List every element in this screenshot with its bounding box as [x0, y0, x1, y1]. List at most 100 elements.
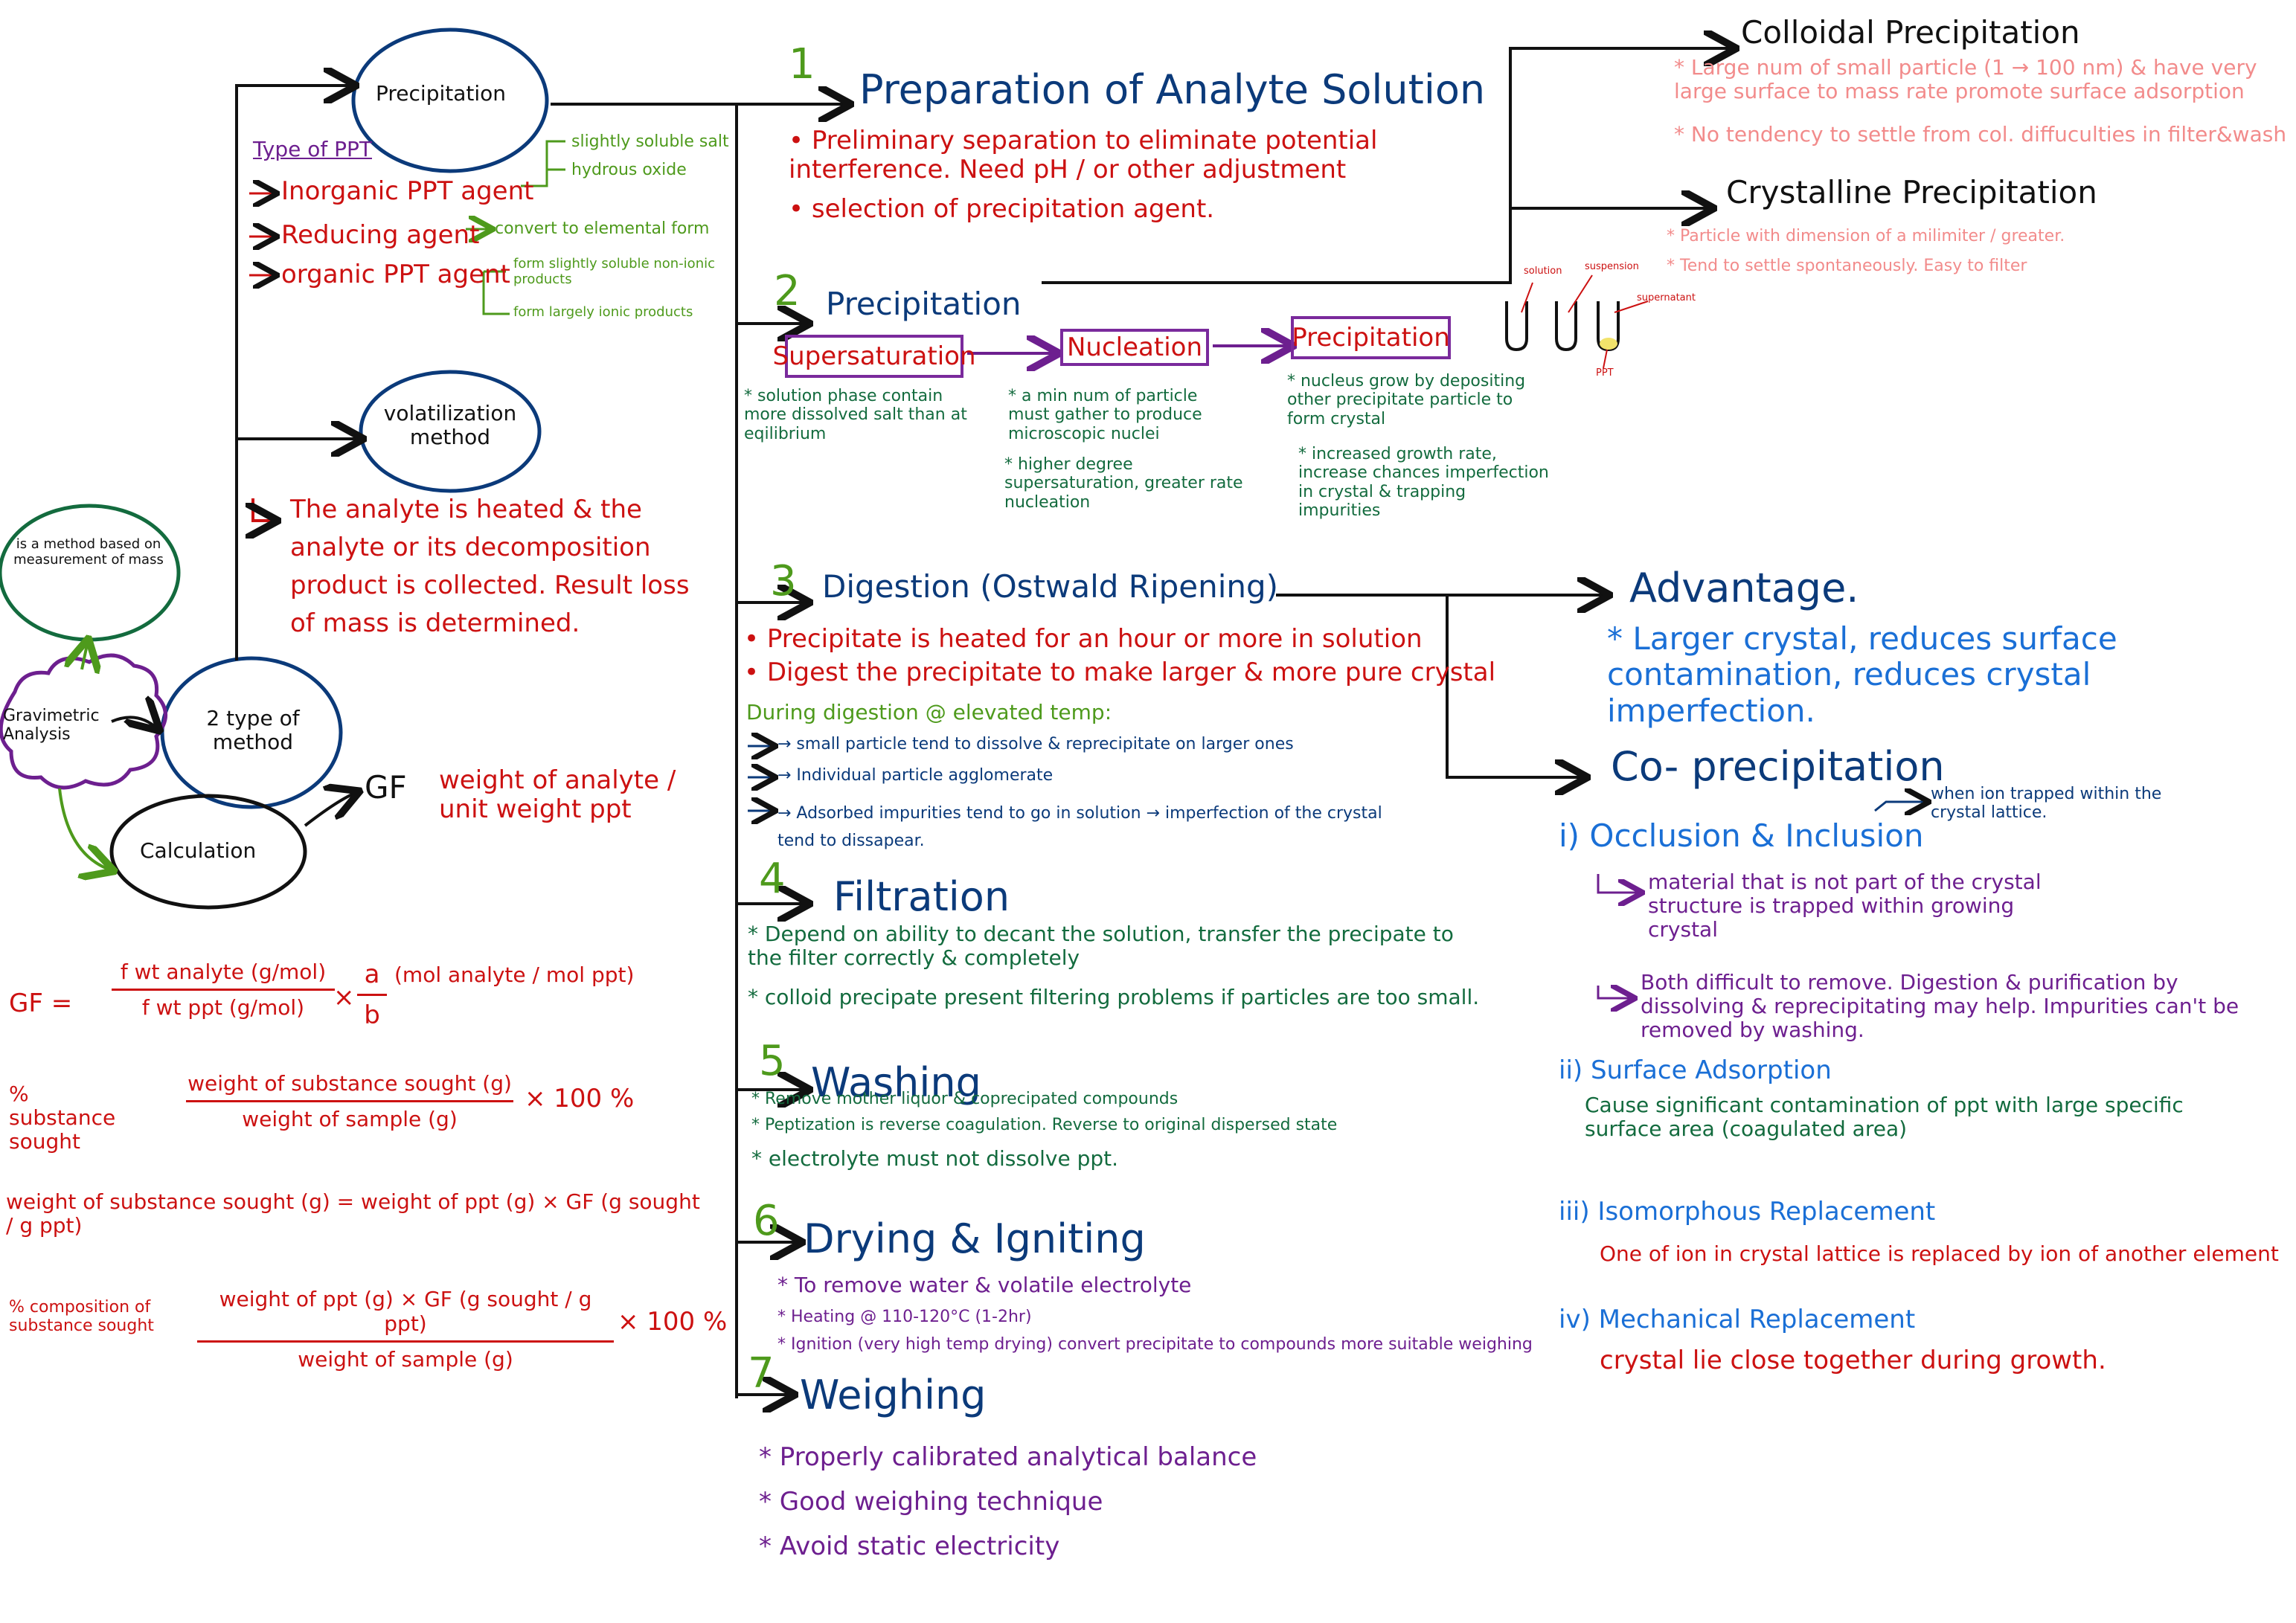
inorganic-agent: Inorganic PPT agent	[281, 176, 534, 206]
step5-number: 5	[759, 1037, 786, 1085]
formula1-fraction: f wt analyte (g/mol) f wt ppt (g/mol)	[112, 960, 335, 1020]
formula4-tail: × 100 %	[618, 1307, 728, 1337]
formula1-ratio-den: b	[364, 1000, 380, 1030]
formula2-tail: × 100 %	[525, 1084, 635, 1113]
formula1-times: ×	[333, 983, 355, 1012]
organic-output-2: form largely ionic products	[513, 304, 693, 320]
precipitation-node: Precipitation	[376, 81, 507, 106]
organic-agent: organic PPT agent	[281, 260, 510, 289]
step7-title: Weighing	[800, 1372, 987, 1418]
calc-to-gf	[304, 792, 357, 827]
stage-precipitation: Precipitation	[1291, 316, 1451, 359]
formula2-lhs: % substance sought	[9, 1082, 116, 1154]
surface-adsorption-title: ii) Surface Adsorption	[1559, 1055, 1832, 1085]
step7-bullet-3: * Avoid static electricity	[759, 1532, 1060, 1561]
definition-node-shape	[0, 504, 181, 642]
formula1-denominator: f wt ppt (g/mol)	[141, 995, 305, 1020]
step6-bullet-2: * Heating @ 110-120°C (1-2hr)	[777, 1308, 1032, 1326]
step3-bullet-1: • Precipitate is heated for an hour or m…	[744, 624, 1423, 654]
occlusion-note-2: Both difficult to remove. Digestion & pu…	[1641, 970, 2239, 1043]
formula1-unit: (mol analyte / mol ppt)	[394, 962, 635, 987]
advantage-text: * Larger crystal, reduces surface contam…	[1607, 620, 2117, 729]
step5-bullet-1: * Remove mother liquor & coprecipated co…	[751, 1090, 1179, 1108]
calculation-node: Calculation	[140, 838, 257, 863]
root-to-methods	[111, 717, 158, 729]
crystalline-note-2: * Tend to settle spontaneously. Easy to …	[1667, 257, 2027, 275]
formula4-numerator: weight of ppt (g) × GF (g sought / g ppt…	[219, 1287, 592, 1336]
step5-title: Washing	[811, 1059, 981, 1106]
step2-number: 2	[774, 267, 801, 315]
trunk-line	[235, 86, 353, 661]
step6-bullet-1: * To remove water & volatile electrolyte	[777, 1273, 1192, 1297]
formula1-ratio-bar	[357, 994, 387, 996]
stage-nucleation: Nucleation	[1060, 329, 1209, 366]
step5-bullet-3: * electrolyte must not dissolve ppt.	[751, 1146, 1118, 1171]
isomorphous-title: iii) Isomorphous Replacement	[1559, 1197, 1936, 1227]
inorganic-brace	[521, 140, 565, 187]
organic-output-1: form slightly soluble non-ionic products	[513, 256, 716, 287]
step3-bullet-2: • Digest the precipitate to make larger …	[744, 658, 1496, 687]
step7-bullet-2: * Good weighing technique	[759, 1487, 1103, 1517]
reducing-output: convert to elemental form	[495, 219, 710, 238]
step3-during: During digestion @ elevated temp:	[746, 700, 1112, 724]
step6-number: 6	[753, 1197, 780, 1245]
colloidal-note-2: * No tendency to settle from col. diffuc…	[1674, 122, 2287, 147]
colloidal-note-1: * Large num of small particle (1 → 100 n…	[1674, 55, 2257, 104]
step4-bullet-1: * Depend on ability to decant the soluti…	[748, 922, 1454, 971]
step1-number: 1	[789, 40, 815, 89]
crystalline-title: Crystalline Precipitation	[1726, 174, 2097, 210]
volatilization-node: volatilization method	[383, 401, 517, 450]
inorganic-output-1: slightly soluble salt	[571, 132, 729, 151]
colloidal-title: Colloidal Precipitation	[1741, 14, 2080, 51]
formula1-ratio: a b	[357, 960, 387, 1030]
step7-number: 7	[748, 1349, 775, 1398]
formula2-denominator: weight of sample (g)	[242, 1107, 458, 1131]
formula4-bar	[197, 1340, 614, 1343]
stage2-note-2: * higher degree supersaturation, greater…	[1004, 455, 1243, 512]
reducing-agent: Reducing agent	[281, 220, 480, 250]
beaker-label-solution: solution	[1524, 266, 1562, 277]
formula4-fraction: weight of ppt (g) × GF (g sought / g ppt…	[197, 1287, 614, 1372]
step4-bullet-2: * colloid precipate present filtering pr…	[748, 985, 1480, 1009]
isomorphous-note: One of ion in crystal lattice is replace…	[1600, 1241, 2279, 1266]
formula1-bar	[112, 989, 335, 991]
step3-sub-2: → Individual particle agglomerate	[777, 766, 1054, 785]
root-node: Gravimetric Analysis	[3, 707, 100, 745]
ppt-types-heading: Type of PPT	[253, 137, 372, 161]
step3-title: Digestion (Ostwald Ripening)	[822, 568, 1279, 605]
formula2-bar	[186, 1100, 513, 1102]
step7-bullet-1: * Properly calibrated analytical balance	[759, 1442, 1257, 1472]
step5-bullet-2: * Peptization is reverse coagulation. Re…	[751, 1116, 1338, 1134]
volatilization-hook	[253, 498, 275, 521]
gf-definition: weight of analyte / unit weight ppt	[439, 765, 676, 825]
stage-supersaturation: Supersaturation	[773, 335, 976, 378]
formula2-fraction: weight of substance sought (g) weight of…	[186, 1071, 513, 1131]
mechanical-title: iv) Mechanical Replacement	[1559, 1305, 1916, 1334]
formula1-lhs: GF =	[9, 989, 73, 1018]
step6-title: Drying & Igniting	[804, 1215, 1146, 1262]
root-to-definition	[82, 641, 88, 669]
step2-title: Precipitation	[826, 286, 1022, 322]
beaker-label-supernatant: supernatant	[1637, 292, 1696, 303]
mechanical-note: crystal lie close together during growth…	[1600, 1346, 2106, 1375]
volatilization-text: The analyte is heated & the analyte or i…	[290, 495, 690, 638]
occlusion-side-note: when ion trapped within the crystal latt…	[1931, 785, 2162, 823]
surface-adsorption-note: Cause significant contamination of ppt w…	[1585, 1093, 2184, 1142]
formula3: weight of substance sought (g) = weight …	[6, 1189, 700, 1238]
root-to-calculation	[58, 788, 112, 870]
formula4-denominator: weight of sample (g)	[298, 1347, 513, 1372]
gf-label: GF	[365, 769, 407, 806]
step1-bullet-1: • Preliminary separation to eliminate po…	[789, 126, 1378, 185]
formula2-numerator: weight of substance sought (g)	[187, 1071, 512, 1096]
stage3-note-2: * increased growth rate, increase chance…	[1298, 445, 1549, 520]
step4-title: Filtration	[833, 873, 1010, 920]
definition-node: is a method based on measurement of mass	[13, 536, 164, 568]
step1-title: Preparation of Analyte Solution	[859, 66, 1486, 113]
crystalline-note-1: * Particle with dimension of a milimiter…	[1667, 227, 2065, 245]
step6-bullet-3: * Ignition (very high temp drying) conve…	[777, 1335, 1533, 1354]
advantage-title: Advantage.	[1629, 565, 1859, 611]
beaker-label-ppt: PPT	[1596, 367, 1614, 379]
step3-sub-1: → small particle tend to dissolve & repr…	[777, 735, 1294, 753]
